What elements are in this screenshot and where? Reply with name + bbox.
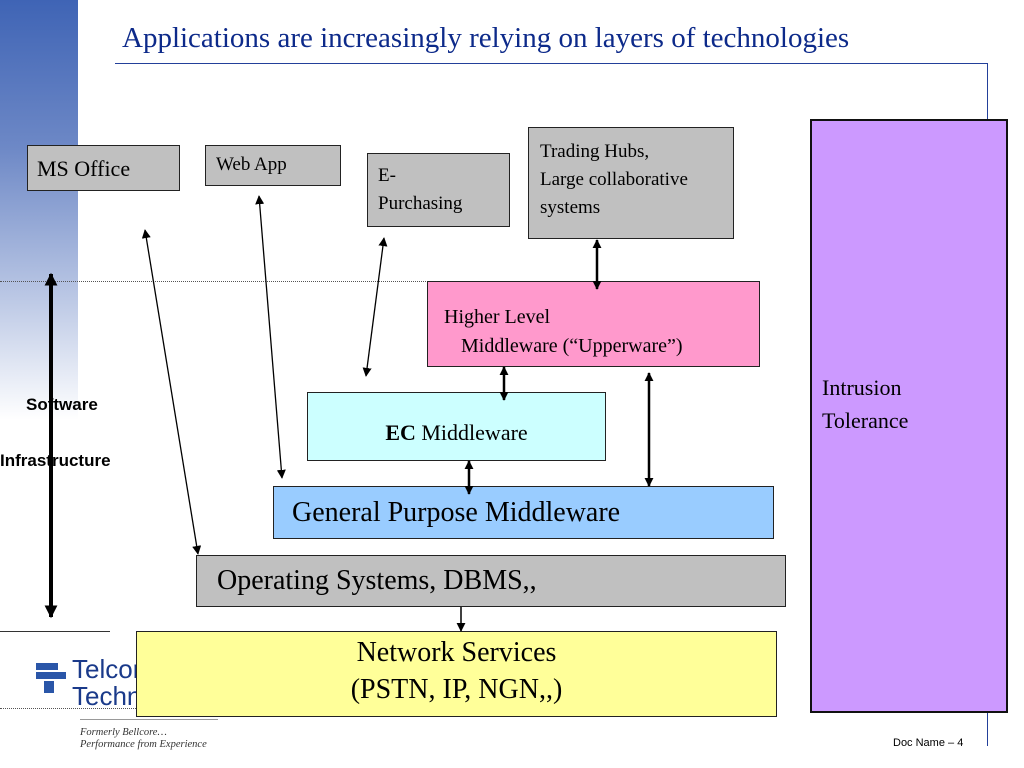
- ms-office-to-os-arrow: [141, 229, 202, 555]
- intrusion-tolerance-label-line2: Tolerance: [822, 408, 909, 433]
- trading-hubs-label-line3: systems: [540, 197, 601, 218]
- network-services-label-line2: (PSTN, IP, NGN,,): [350, 674, 563, 705]
- logo-text-line2: Technologies: [72, 681, 136, 710]
- trading-hubs-box: Trading Hubs, Large collaborative system…: [528, 127, 734, 239]
- operating-systems-label: Operating Systems, DBMS,,: [217, 565, 537, 596]
- ms-office-box: MS Office: [27, 145, 180, 191]
- footer-dotted-line: [0, 708, 178, 709]
- software-top-dotted-line: [0, 281, 426, 282]
- intrusion-tolerance-label-line1: Intrusion: [822, 375, 902, 400]
- trading-hubs-label-line1: Trading Hubs,: [540, 141, 650, 162]
- footer-rule: [80, 719, 218, 720]
- general-purpose-middleware-box: General Purpose Middleware: [273, 486, 774, 539]
- web-app-label: Web App: [216, 154, 287, 175]
- e-purchasing-box: E- Purchasing: [367, 153, 510, 227]
- e-purchasing-label-line2: Purchasing: [378, 193, 463, 214]
- doc-name-footer: Doc Name – 4: [893, 737, 964, 749]
- e-purchasing-label-line1: E-: [378, 165, 396, 186]
- operating-systems-box: Operating Systems, DBMS,,: [196, 555, 786, 607]
- upperware-label-line1: Higher Level: [444, 306, 551, 328]
- network-services-label-line1: Network Services: [356, 637, 557, 668]
- logo-tagline-line1: Formerly Bellcore…: [80, 727, 167, 738]
- infrastructure-label: Infrastructure: [0, 451, 111, 470]
- ec-middleware-box: EC Middleware: [307, 392, 606, 461]
- web-app-box: Web App: [205, 145, 341, 186]
- ec-middleware-label-prefix: EC: [385, 420, 416, 445]
- infrastructure-bottom-line: [0, 631, 110, 632]
- title-rule: [115, 63, 988, 64]
- ms-office-label: MS Office: [37, 156, 131, 181]
- upperware-box: Higher Level Middleware (“Upperware”): [427, 281, 760, 367]
- web-app-to-general-arrow: [255, 195, 286, 479]
- telcordia-logo-icon: [36, 663, 66, 693]
- general-purpose-middleware-label: General Purpose Middleware: [292, 497, 621, 528]
- e-purchasing-to-ec-arrow: [362, 237, 388, 377]
- network-services-box: Network Services (PSTN, IP, NGN,,): [136, 631, 777, 717]
- trading-hubs-label-line2: Large collaborative: [540, 169, 688, 190]
- intrusion-tolerance-box: Intrusion Tolerance: [810, 119, 1008, 713]
- software-label: Software: [26, 395, 98, 414]
- upperware-label-line2: Middleware (“Upperware”): [461, 335, 683, 357]
- ec-middleware-label: Middleware: [415, 420, 528, 445]
- slide-title: Applications are increasingly relying on…: [122, 22, 850, 54]
- logo-tagline-line2: Performance from Experience: [80, 739, 207, 750]
- logo-tagline: Formerly Bellcore… Performance from Expe…: [80, 727, 207, 751]
- sidebar-gradient: [0, 0, 78, 420]
- logo-text-line1: Telcordia: [72, 656, 136, 684]
